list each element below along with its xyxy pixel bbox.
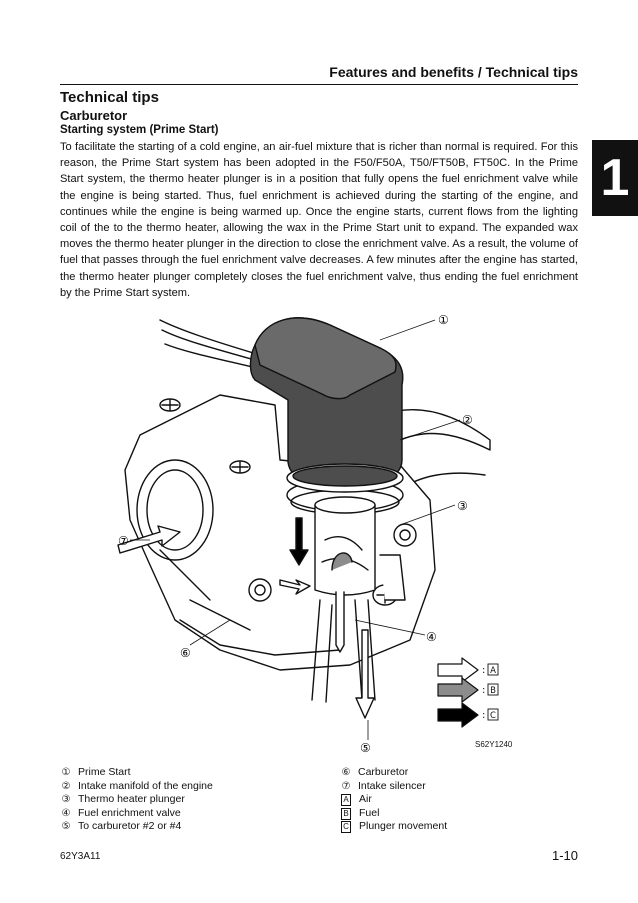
legend-label: Fuel [359,806,380,819]
legend-item: C Plunger movement [340,820,447,834]
legend-label: Plunger movement [359,820,448,833]
running-header: Features and benefits / Technical tips [329,64,578,80]
key-marker-b: B [490,686,496,696]
legend-marker-boxed: B [341,807,351,820]
svg-text::: : [482,665,485,676]
legend-item: ⑤ To carburetor #2 or #4 [60,820,213,834]
legend-item: ① Prime Start [60,766,213,780]
body-paragraph: To facilitate the starting of a cold eng… [60,141,578,299]
legend-left: ① Prime Start ② Intake manifold of the e… [60,766,213,834]
key-marker-c: C [490,711,496,721]
fuel-enrichment-valve [335,591,345,653]
callout-2: ② [462,413,473,427]
carburetor-diagram: ① ② ③ ④ ⑤ ⑥ ⑦ : : : A B C [117,313,499,755]
legend-item: ⑦ Intake silencer [340,780,447,794]
callout-7: ⑦ [118,534,129,548]
legend-marker: ③ [61,794,71,806]
legend-marker: ⑦ [341,780,351,792]
legend-marker: ⑥ [341,767,351,778]
plunger-movement-arrow [289,517,309,566]
legend-item: ④ Fuel enrichment valve [60,807,213,821]
screw-top [159,398,181,412]
legend-item: ⑥ Carburetor [340,766,447,780]
figure-code: S62Y1240 [475,740,513,749]
legend-item: ③ Thermo heater plunger [60,793,213,807]
intake-opening [136,459,214,561]
page-number: 1-10 [551,848,578,863]
carburetor-body [124,394,436,671]
key-arrow-plunger [437,702,479,728]
fuel-arrow-internal [331,552,353,571]
legend-marker-boxed: C [341,821,351,834]
tube-to-carburetor [311,599,333,703]
legend-marker-boxed: A [341,793,351,806]
callout-1: ① [438,313,449,327]
callout-4: ④ [426,630,437,644]
footer-code: 62Y3A11 [60,851,101,862]
legend-item: B Fuel [340,807,447,821]
legend-item: ② Intake manifold of the engine [60,780,213,794]
key-arrow-fuel [437,677,479,703]
wiring-harness [159,319,261,356]
callout-6: ⑥ [180,646,191,660]
legend-marker: ⑤ [61,821,71,833]
key-marker-a: A [490,666,496,676]
thermo-heater-plunger [314,504,376,596]
legend-marker: ② [61,780,71,792]
key-arrow-air [437,657,479,683]
legend-marker: ① [61,767,71,778]
svg-text::: : [482,710,485,721]
callout-3: ③ [457,499,468,513]
subsection-title: Carburetor [60,108,128,123]
legend-label: Intake silencer [358,779,426,792]
legend-label: Fuel enrichment valve [78,806,181,819]
legend-label: Air [359,793,372,806]
air-arrow-intake [117,525,181,554]
header-rule [60,84,578,85]
legend-label: Thermo heater plunger [78,793,185,806]
subsubsection-title: Starting system (Prime Start) [60,124,219,136]
legend-right: ⑥ Carburetor ⑦ Intake silencer A Air B F… [340,766,447,834]
screw-middle [229,460,251,474]
legend-label: Intake manifold of the engine [78,779,213,792]
section-title: Technical tips [60,89,159,106]
prime-start-unit [249,317,404,493]
legend-label: To carburetor #2 or #4 [78,820,182,833]
legend-item: A Air [340,793,447,807]
svg-text::: : [482,685,485,696]
outlet-arrow [355,629,375,719]
arrow-key [437,657,479,728]
legend-marker: ④ [61,807,71,819]
legend-label: Prime Start [78,766,131,778]
chapter-tab: 1 [592,140,638,216]
legend-label: Carburetor [358,766,409,778]
callout-5: ⑤ [360,741,371,755]
